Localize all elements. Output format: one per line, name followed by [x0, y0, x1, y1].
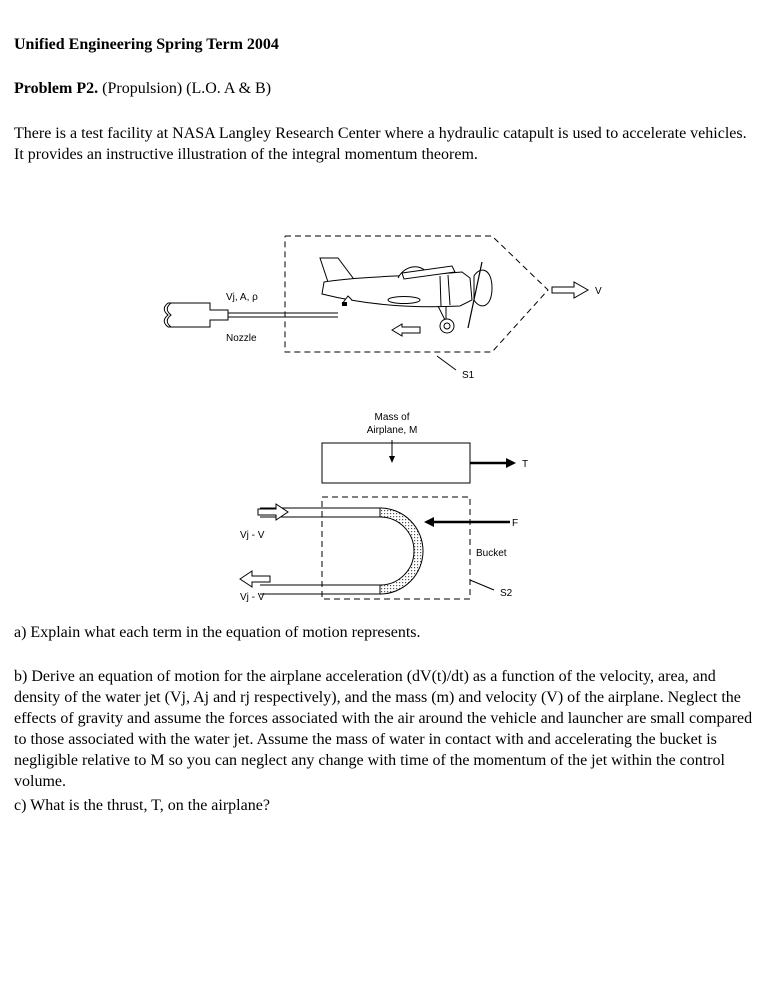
- airplane-icon: [319, 257, 493, 334]
- airplane-mass-box: [321, 442, 471, 484]
- problem-subtitle: (Propulsion) (L.O. A & B): [98, 80, 272, 97]
- bucket-shape: [379, 507, 424, 595]
- incoming-flow-arrow: [257, 503, 289, 521]
- intro-paragraph: There is a test facility at NASA Langley…: [14, 125, 747, 163]
- velocity-arrow: [551, 281, 590, 299]
- page-title: Unified Engineering Spring Term 2004: [14, 36, 279, 53]
- nozzle-label: Nozzle: [226, 333, 257, 344]
- s2-leader: [469, 579, 495, 591]
- mass-pointer-head: [389, 456, 395, 463]
- mass-label-line1: Mass of: [374, 412, 409, 423]
- s1-leader: [436, 355, 457, 371]
- nozzle-shape: [163, 302, 338, 328]
- question-a: a) Explain what each term in the equatio…: [14, 624, 421, 641]
- thrust-arrow-head: [506, 458, 516, 468]
- jet-return-arrow: [391, 323, 421, 337]
- outgoing-flow-arrow: [239, 570, 271, 588]
- velocity-label: V: [595, 286, 602, 297]
- bucket-label: Bucket: [476, 548, 507, 559]
- control-surface-s2: [321, 496, 471, 600]
- relative-velocity-out-label: Vj - V: [240, 592, 265, 603]
- jet-label: Vj, A, ρ: [226, 292, 258, 303]
- control-surface-s1: [284, 235, 549, 353]
- problem-label: Problem P2.: [14, 80, 99, 97]
- question-c: c) What is the thrust, T, on the airplan…: [14, 797, 270, 814]
- force-label: F: [512, 518, 518, 529]
- mass-label-line2: Airplane, M: [367, 425, 418, 436]
- thrust-label: T: [522, 459, 528, 470]
- s1-label: S1: [462, 370, 475, 381]
- relative-velocity-in-label: Vj - V: [240, 530, 265, 541]
- airplane-detail: [342, 302, 347, 306]
- s2-label: S2: [500, 588, 513, 599]
- problem-heading: Problem P2. (Propulsion) (L.O. A & B): [14, 78, 754, 99]
- force-arrow-head: [424, 517, 434, 527]
- jet-streams: [260, 507, 380, 595]
- question-b: b) Derive an equation of motion for the …: [14, 668, 753, 790]
